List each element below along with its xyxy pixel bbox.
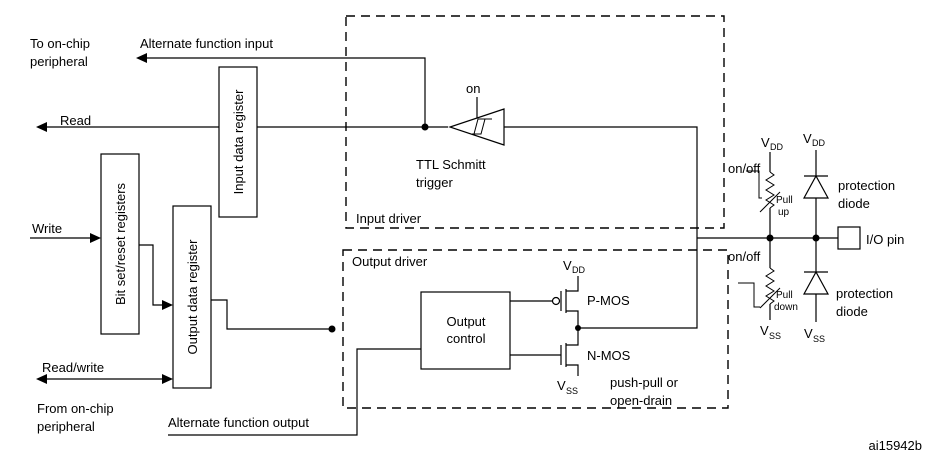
schmitt-to-pad-line [504,126,698,238]
input-driver-label: Input driver [356,211,422,226]
protection-bottom-label-2: diode [836,304,868,319]
pulldown-switch-diagonal [759,287,781,309]
junction-read [421,123,429,131]
protection-top-label-2: diode [838,196,870,211]
diode-top-vdd-sub: DD [812,138,825,148]
read-write-label: Read/write [42,360,104,375]
output-data-register-label: Output data register [185,239,200,355]
pulldown-resistor [765,267,775,305]
output-control-box [420,291,511,370]
pulldown-switch-line [738,282,760,308]
read-label: Read [60,113,91,128]
peripheral-top-label: peripheral [30,54,88,69]
arrow-head-rw-right [162,374,173,384]
alt-function-input-label: Alternate function input [140,36,273,51]
pmos-label: P-MOS [587,293,630,308]
output-driver-region [342,249,729,409]
pmos-vdd-v: V [563,258,572,273]
on-off-top-label: on/off [728,161,761,176]
pullup-label-2: up [778,207,790,218]
pmos-vdd-sub: DD [572,265,585,275]
figure-id: ai15942b [869,438,923,453]
bit-set-reset-label: Bit set/reset registers [113,182,128,305]
output-data-register [172,205,212,389]
junction-odr [328,325,336,333]
input-driver-region [345,15,725,229]
io-pin-box [837,226,861,250]
pullup-switch-diagonal [759,191,781,213]
on-off-bottom-label: on/off [728,249,761,264]
arrow-head-alt-in [136,53,147,63]
mos-out-line [578,238,698,329]
push-pull-label-2: open-drain [610,393,672,408]
hysteresis-symbol-2 [473,118,485,135]
alt-function-output-line [168,348,421,436]
protection-bottom-label-1: protection [836,286,893,301]
pmos-drain [566,276,579,292]
bit-set-reset-registers [100,153,140,335]
pulldown-label-1: Pull [776,290,793,301]
pulldown-label-2: down [774,302,798,313]
trigger-label: trigger [416,175,454,190]
ttl-schmitt-label: TTL Schmitt [416,157,486,172]
pmos-source [566,310,579,328]
arrow-head-write [90,233,101,243]
pullup-vdd-sub: DD [770,142,783,152]
io-pin-label: I/O pin [866,232,904,247]
pmos-gate-bubble [551,296,561,306]
diode-bottom-vss-sub: SS [813,334,825,344]
diode-top-triangle [802,174,830,199]
from-onchip-label: From on-chip [37,401,114,416]
pullup-resistor [765,171,775,209]
nmos-label: N-MOS [587,348,631,363]
pullup-vdd-v: V [761,135,770,150]
push-pull-label-1: push-pull or [610,375,679,390]
schmitt-on-label: on [466,81,480,96]
write-label: Write [32,221,62,236]
diode-bottom-vss-v: V [804,326,813,341]
protection-top-label-1: protection [838,178,895,193]
pulldown-vss-sub: SS [769,331,781,341]
arrow-head-rw-left [36,374,47,384]
nmos-vss-sub: SS [566,386,578,396]
nmos-drain [566,328,579,346]
pullup-switch-line [746,170,762,199]
to-onchip-label: To on-chip [30,36,90,51]
input-data-register [218,66,258,218]
alt-function-output-label: Alternate function output [168,415,309,430]
odr-output-line [211,299,332,330]
pullup-label-1: Pull [776,195,793,206]
output-control-label-1: Output [446,314,485,329]
output-driver-label: Output driver [352,254,428,269]
arrow-head-read [36,122,47,132]
input-data-register-label: Input data register [231,89,246,194]
peripheral-bottom-label: peripheral [37,419,95,434]
output-control-label-2: control [446,331,485,346]
diode-bottom-triangle [802,270,830,295]
nmos-vss-v: V [557,378,566,393]
nmos-source [566,364,579,376]
pulldown-vss-v: V [760,323,769,338]
bsr-to-odr-line [139,244,164,306]
arrow-head-bsr [162,300,173,310]
alt-function-input-line [145,57,426,127]
diode-top-vdd-v: V [803,131,812,146]
hysteresis-symbol [472,118,492,135]
